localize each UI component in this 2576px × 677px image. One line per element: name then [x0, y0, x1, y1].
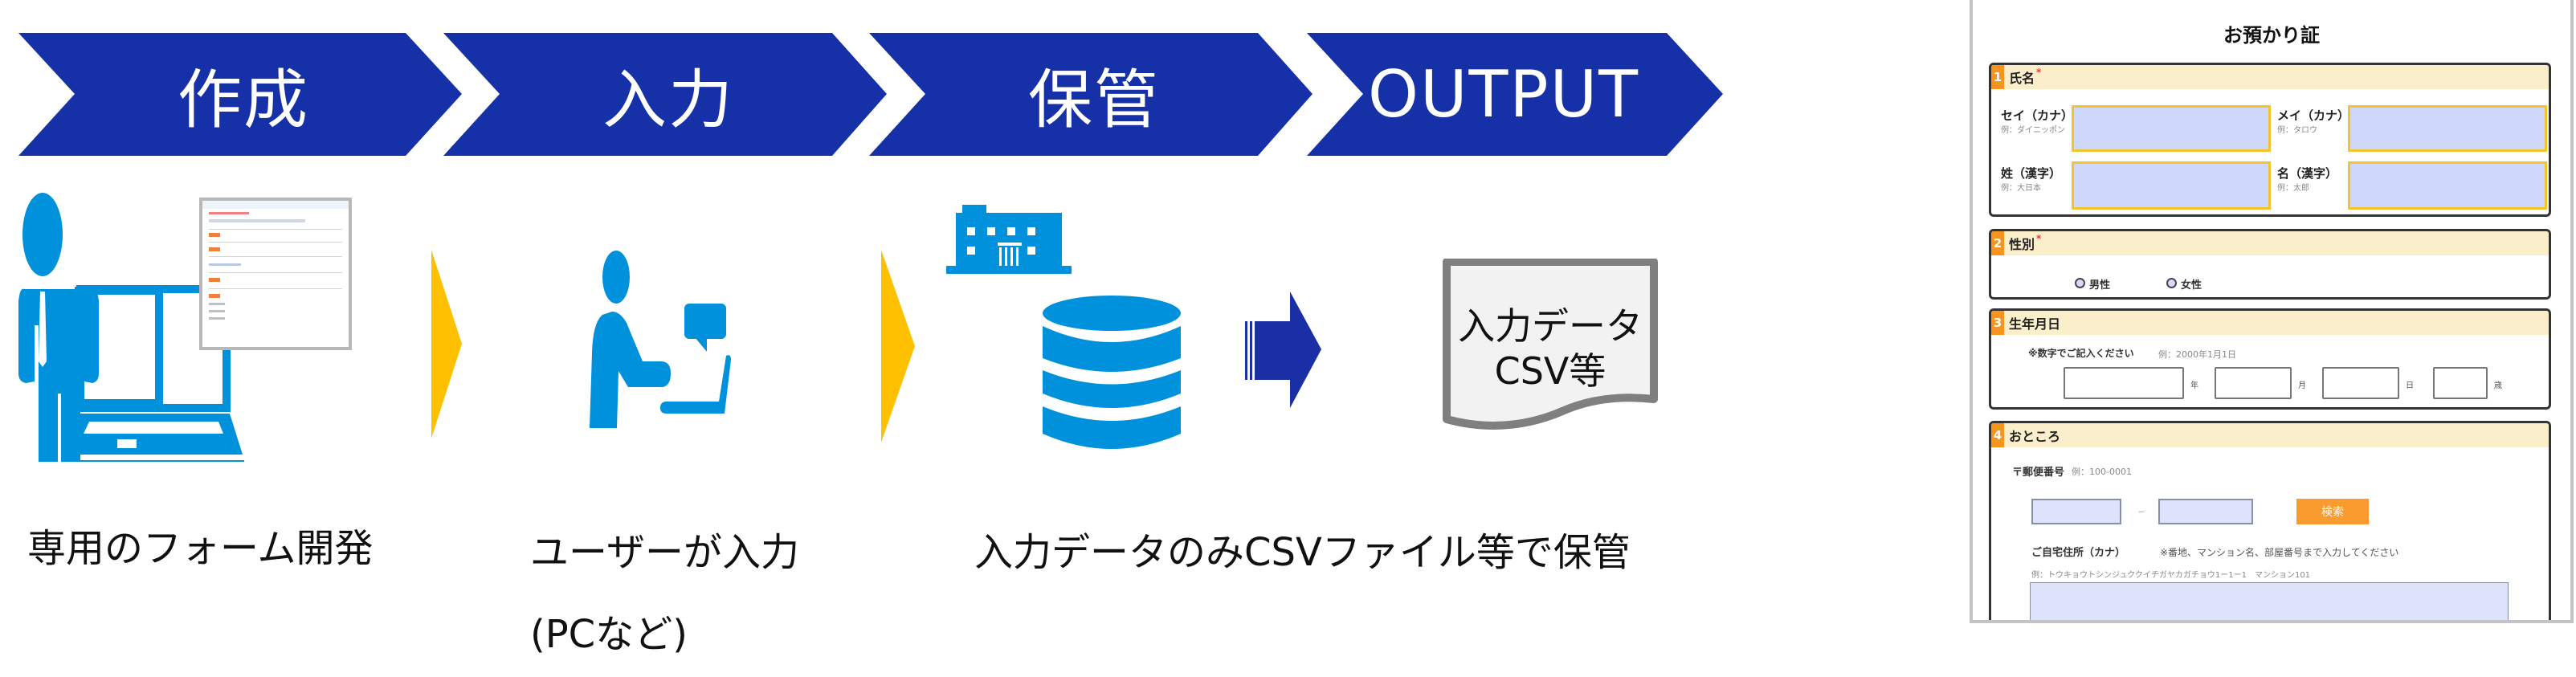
postal-code-first-input[interactable]: [2031, 499, 2121, 524]
sei-kanji-input[interactable]: [2072, 161, 2271, 210]
section-gender: 2 性別 * 男性 女性: [1989, 229, 2551, 300]
section-header: 2 性別 *: [1991, 231, 2549, 255]
caption-store: 入力データのみCSVファイル等で保管: [974, 530, 1631, 575]
chevron-shape: [1307, 33, 1723, 156]
field-label: セイ（カナ）: [2001, 108, 2074, 123]
step-input: 入力: [443, 33, 893, 156]
form-thumbnail: [199, 198, 352, 350]
unit-label: 歳: [2494, 381, 2502, 390]
unit-label: 日: [2406, 381, 2414, 390]
gender-male-radio[interactable]: [2075, 278, 2085, 288]
birth-day-input[interactable]: [2322, 367, 2399, 399]
field-hint: 例：太郎: [2277, 184, 2309, 193]
section-title: 性別: [2009, 237, 2035, 252]
field-hint: 例：タロウ: [2277, 126, 2317, 135]
sei-kana-input[interactable]: [2072, 105, 2271, 152]
birthdate-note: ※数字でご記入ください: [2028, 348, 2134, 359]
database-icon: [1043, 296, 1181, 449]
step-label: OUTPUT: [1367, 57, 1640, 132]
section-header: 3 生年月日: [1991, 311, 2549, 335]
radio-label: 女性: [2181, 279, 2202, 292]
address-search-button[interactable]: 検索: [2296, 499, 2369, 524]
section-header: 4 おところ: [1991, 423, 2549, 447]
section-number: 4: [1991, 423, 2004, 447]
caption-input-line1: ユーザーが入力: [530, 530, 800, 575]
next-arrow-icon: [881, 250, 915, 442]
unit-label: 月: [2298, 381, 2306, 390]
section-number: 1: [1991, 65, 2004, 89]
birth-month-input[interactable]: [2215, 367, 2292, 399]
step-output: OUTPUT: [1307, 33, 1773, 156]
section-title: 氏名: [2009, 71, 2035, 86]
postal-code-second-input[interactable]: [2158, 499, 2253, 524]
section-name: 1 氏名 * セイ（カナ） 例：ダイニッポン メイ（カナ） 例：タロウ 姓（漢字…: [1989, 63, 2551, 217]
form-title: お預かり証: [2223, 24, 2320, 47]
section-title: おところ: [2009, 429, 2061, 444]
section-address: 4 おところ 〒郵便番号 例：100-0001 － 検索 ご自宅住所（カナ） ※…: [1989, 421, 2551, 620]
birth-year-input[interactable]: [2064, 367, 2184, 399]
step-label: 入力: [602, 62, 734, 137]
radio-label: 男性: [2089, 279, 2111, 292]
output-document: 入力データ CSV等: [1442, 259, 1659, 448]
mei-kanji-input[interactable]: [2348, 161, 2547, 210]
field-label: 姓（漢字）: [2001, 166, 2062, 181]
field-label: メイ（カナ）: [2277, 108, 2350, 123]
building-icon: [946, 205, 1072, 274]
postal-separator: －: [2137, 508, 2145, 517]
postal-label: 〒郵便番号: [2012, 467, 2065, 479]
birthdate-example: 例：2000年1月1日: [2158, 349, 2236, 360]
required-mark: *: [2036, 67, 2042, 78]
document-icon: [1443, 259, 1658, 430]
section-birthdate: 3 生年月日 ※数字でご記入ください 例：2000年1月1日 年 月 日 歳: [1989, 308, 2551, 410]
address-example: 例：トウキョウトシンジュククイチガヤカガチョウ1ー1ー1 マンション101: [2031, 571, 2311, 580]
step-create: 作成: [18, 33, 468, 156]
step-label: 作成: [178, 62, 309, 137]
field-hint: 例：大日本: [2001, 184, 2041, 193]
next-arrow-icon: [431, 250, 462, 438]
deposit-receipt-form: お預かり証 1 氏名 * セイ（カナ） 例：ダイニッポン メイ（カナ） 例：タロ…: [1970, 0, 2574, 623]
postal-example: 例：100-0001: [2072, 467, 2132, 477]
mei-kana-input[interactable]: [2348, 105, 2547, 152]
caption-create: 専用のフォーム開発: [27, 526, 374, 571]
unit-label: 年: [2190, 381, 2198, 390]
step-label: 保管: [1028, 62, 1160, 137]
field-label: 名（漢字）: [2277, 166, 2338, 181]
user-typing-icon: [590, 251, 731, 428]
output-doc-line1: 入力データ: [1458, 304, 1643, 348]
required-mark: *: [2036, 233, 2042, 244]
output-doc-line2: CSV等: [1494, 349, 1606, 393]
caption-input-line2: (PCなど): [530, 612, 688, 657]
chevron-shape: [443, 33, 887, 156]
section-header: 1 氏名 *: [1991, 65, 2549, 89]
section-number: 3: [1991, 311, 2004, 335]
field-hint: 例：ダイニッポン: [2001, 126, 2065, 135]
address-note: ※番地、マンション名、部屋番号まで入力してください: [2160, 547, 2399, 558]
chevron-shape: [869, 33, 1312, 156]
gender-female-radio[interactable]: [2166, 278, 2177, 288]
address-kana-input[interactable]: [2030, 582, 2509, 620]
section-number: 2: [1991, 231, 2004, 255]
address-label: ご自宅住所（カナ）: [2031, 547, 2126, 559]
export-arrow-icon: [1245, 292, 1321, 408]
section-title: 生年月日: [2009, 316, 2061, 332]
age-input[interactable]: [2433, 367, 2488, 399]
step-store: 保管: [869, 33, 1319, 156]
chevron-shape: [18, 33, 462, 156]
